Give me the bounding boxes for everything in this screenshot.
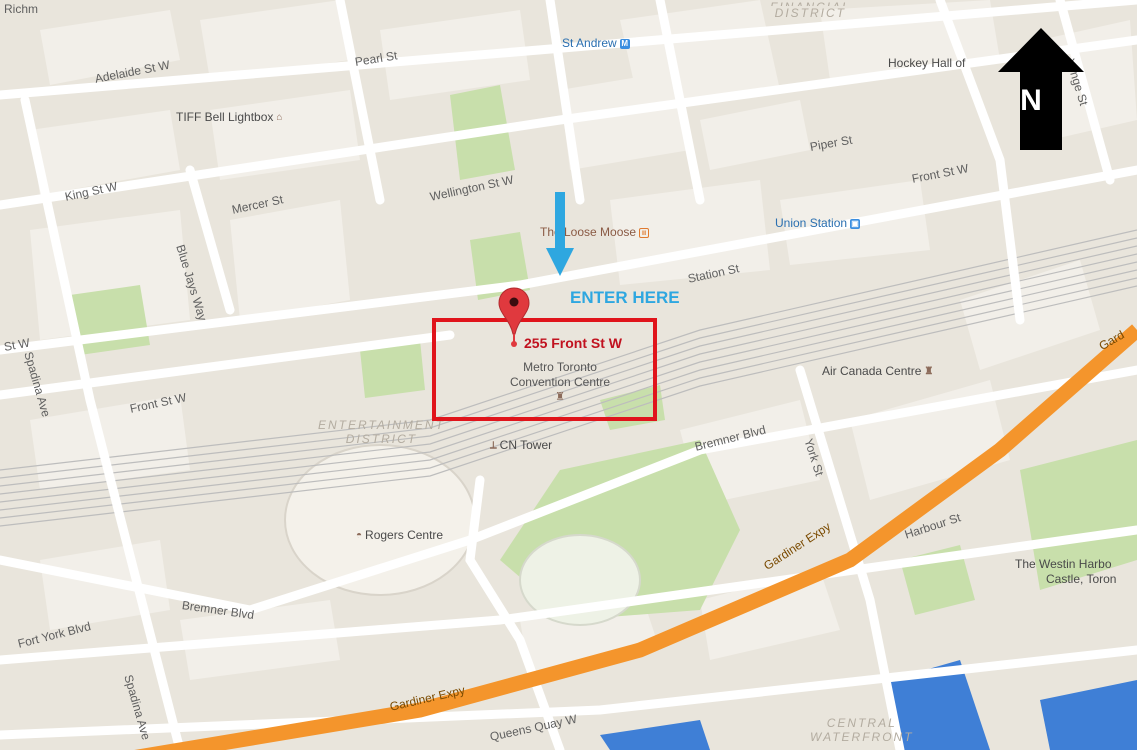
district-label-waterfront: CENTRAL WATERFRONT: [810, 716, 914, 744]
marker-venue-name: Metro Toronto Convention Centre ♜: [470, 360, 650, 405]
tower-icon: ⟂: [490, 439, 497, 451]
location-pin-icon[interactable]: [497, 286, 531, 348]
poi-cn-tower[interactable]: ⟂CN Tower: [490, 438, 553, 452]
poi-westin-line1[interactable]: The Westin Harbo: [1015, 557, 1112, 571]
district-label-financial: FINANCIAL DISTRICT: [770, 0, 849, 20]
gardiner-expressway: [134, 324, 1137, 750]
poi-rogers-centre[interactable]: ◓Rogers Centre: [356, 528, 444, 542]
enter-here-label: ENTER HERE: [570, 288, 680, 307]
landmark-icon: ♜: [924, 365, 934, 377]
metro-icon: M: [619, 38, 630, 49]
stadium-icon: ◓: [356, 529, 363, 541]
venue-highlight-box: [432, 318, 657, 421]
down-arrow-icon: [546, 192, 574, 276]
rail-corridor: [0, 229, 1137, 527]
water: [600, 660, 1137, 750]
landmark-icon: ♜: [555, 391, 565, 403]
poi-hockey-hall[interactable]: Hockey Hall of: [888, 56, 966, 70]
poi-union-station[interactable]: Union Station▣: [775, 216, 861, 230]
street-label-richmond: Richm: [4, 2, 39, 16]
district-label-entertainment: ENTERTAINMENT DISTRICT: [318, 418, 445, 446]
north-arrow-icon: [998, 28, 1084, 150]
poi-air-canada-centre[interactable]: Air Canada Centre♜: [822, 364, 934, 378]
landmark-icon: ⌂: [276, 111, 283, 123]
poi-tiff-bell-lightbox[interactable]: TIFF Bell Lightbox⌂: [176, 110, 283, 124]
train-icon: ▣: [850, 218, 861, 229]
north-indicator-letter: N: [1020, 84, 1042, 117]
poi-westin-line2[interactable]: Castle, Toron: [1046, 572, 1117, 586]
marker-address[interactable]: 255 Front St W: [524, 335, 623, 351]
restaurant-icon: ıı: [639, 227, 650, 238]
